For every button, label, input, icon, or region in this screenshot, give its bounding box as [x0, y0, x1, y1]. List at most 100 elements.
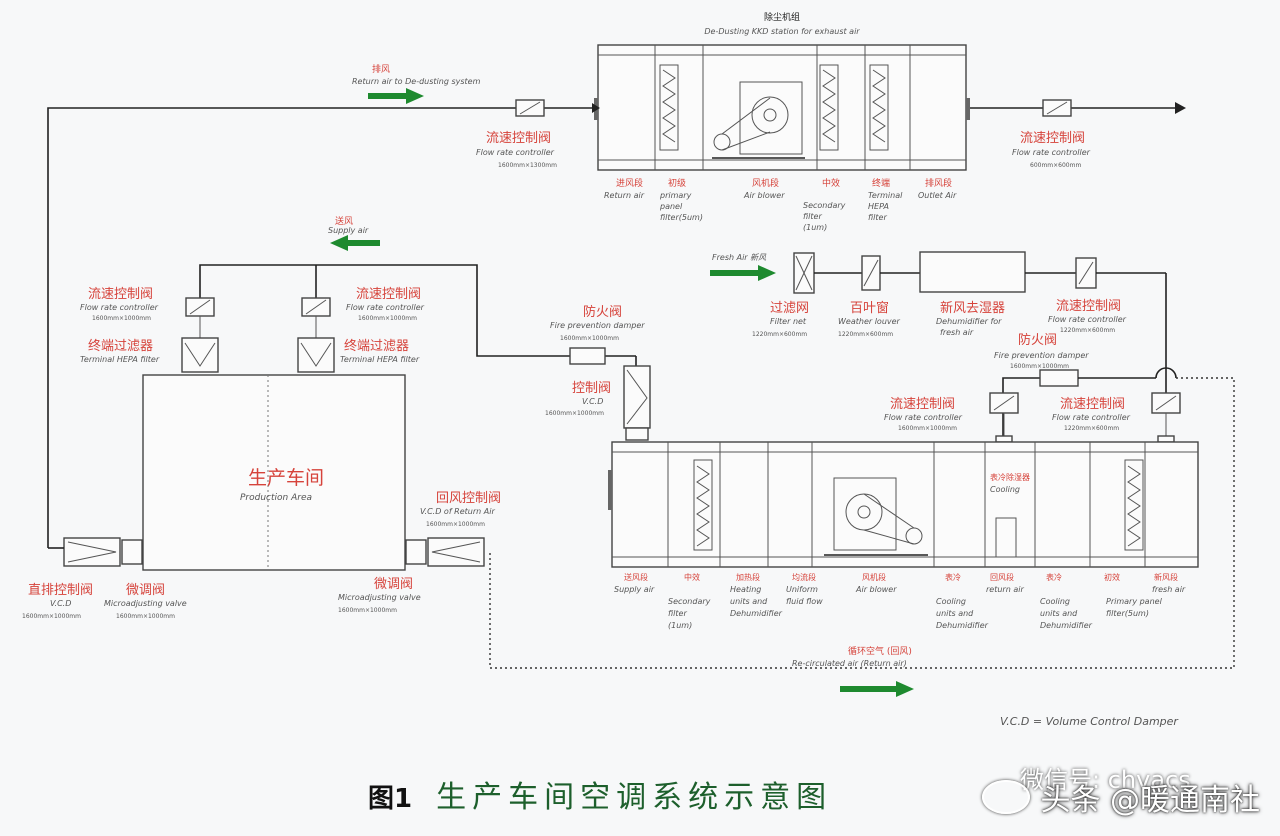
ahu-return-vcd-cn: 流速控制阀 — [890, 397, 955, 412]
figure-caption: 图1 生产车间空调系统示意图 — [368, 772, 832, 816]
secondary-filter-icon — [819, 64, 839, 151]
exhaust-section-label: 终端 — [872, 177, 890, 189]
supply-air-label-cn: 送风 — [335, 215, 353, 227]
vcd-icon — [427, 537, 485, 567]
hepa-filter-icon — [181, 337, 219, 373]
fresh-vcd-size: 1220mm×600mm — [1060, 327, 1115, 334]
fresh-vcd-cn: 流速控制阀 — [1056, 299, 1121, 314]
cooling-label-en: Cooling — [990, 485, 1020, 494]
supply-left-vcd-cn: 流速控制阀 — [88, 287, 153, 302]
exhaust-unit-casing — [597, 44, 967, 171]
supply-fire-damper-en: Fire prevention damper — [550, 321, 645, 330]
exhaust-right-vcd-size: 600mm×600mm — [1030, 162, 1081, 169]
production-area-room — [142, 374, 406, 571]
micro-valve-left-cn: 微调阀 — [126, 583, 165, 598]
fresh-fire-damper-cn: 防火阀 — [1018, 332, 1057, 348]
exhaust-section-label: Return air — [604, 191, 645, 200]
ahu-section-label: 回风段 — [990, 572, 1014, 582]
exhaust-section-label: 中效 — [822, 177, 840, 189]
supply-fire-damper-cn: 防火阀 — [583, 304, 622, 320]
return-air-label-en: Return air to De-dusting system — [352, 77, 481, 86]
micro-valve-left-size: 1600mm×1000mm — [116, 613, 175, 620]
exhaust-vcd-en: V.C.D — [50, 599, 71, 608]
ahu-section-label: 加热段 — [736, 572, 760, 582]
micro-valve-right-size: 1600mm×1000mm — [338, 607, 397, 614]
exhaust-section-label: Outlet Air — [918, 191, 957, 200]
production-area-label-en: Production Area — [240, 493, 312, 503]
ahu-section-label: 中效 — [684, 572, 700, 582]
supply-control-valve-cn: 控制阀 — [572, 381, 611, 396]
exhaust-vcd-size: 1600mm×1000mm — [22, 613, 81, 620]
exhaust-unit-title-en: De-Dusting KKD station for exhaust air — [704, 27, 860, 36]
return-to-dedusting-duct — [47, 107, 592, 548]
hepa-left-cn: 终端过滤器 — [88, 338, 153, 354]
secondary-filter-icon — [693, 459, 713, 551]
supply-right-vcd-en: Flow rate controller — [346, 303, 425, 312]
ahu-section-label: 送风段 — [624, 572, 648, 582]
exhaust-section-label: 初级 — [668, 177, 686, 189]
ahu-section-label: 初效 — [1104, 572, 1120, 582]
exhaust-left-vcd-size: 1600mm×1300mm — [498, 162, 557, 169]
micro-valve-left-en: Microadjusting valve — [104, 599, 187, 608]
figure-title: 生产车间空调系统示意图 — [436, 780, 833, 815]
exhaust-section-label: 排风段 — [925, 177, 952, 189]
ahu-return-vcd-en: Flow rate controller — [884, 413, 963, 422]
louver-cn: 百叶窗 — [850, 300, 889, 316]
exhaust-unit-title-cn: 除尘机组 — [764, 11, 800, 23]
recirc-arrow-icon — [840, 686, 898, 692]
exhaust-right-vcd-cn: 流速控制阀 — [1020, 131, 1085, 146]
return-vcd-en: V.C.D of Return Air — [420, 507, 495, 516]
micro-valve-right-en: Microadjusting valve — [338, 593, 421, 602]
vcd-icon — [63, 537, 121, 567]
ahu-section-label: 表冷 — [1046, 572, 1062, 582]
fresh-fire-damper-en: Fire prevention damper — [994, 351, 1089, 360]
figure-label: 图1 — [368, 784, 413, 814]
air-handling-unit — [608, 441, 1199, 568]
exhaust-left-vcd-cn: 流速控制阀 — [486, 131, 551, 146]
ahu-section-label: 风机段 — [862, 572, 886, 582]
exhaust-section-label: 进风段 — [616, 177, 643, 189]
supply-air-label-en: Supply air — [328, 226, 369, 235]
ahu-return-vcd-size: 1600mm×1000mm — [898, 425, 957, 432]
exhaust-section-label: Air blower — [743, 191, 785, 200]
supply-control-valve-en: V.C.D — [582, 397, 603, 406]
wechat-watermark: 微信号: chvacs — [1020, 766, 1191, 794]
drain-icon — [995, 517, 1017, 558]
damper-icon — [1042, 99, 1072, 117]
ahu-section-label: Air blower — [855, 585, 897, 594]
fresh-air-arrow-icon — [710, 270, 760, 276]
exhaust-right-vcd-en: Flow rate controller — [1012, 148, 1091, 157]
microadjusting-valve-icon — [405, 539, 427, 565]
fan-housing-icon — [739, 81, 803, 155]
supply-right-vcd-cn: 流速控制阀 — [356, 287, 421, 302]
brand-watermark-text: 头条 @暖通南社 — [1040, 783, 1260, 818]
return-vcd-size: 1600mm×1000mm — [426, 521, 485, 528]
production-area-label-cn: 生产车间 — [248, 467, 324, 489]
recirc-label-en: Re-circulated air (Return air) — [792, 659, 907, 668]
exhaust-vcd-cn: 直排控制阀 — [28, 583, 93, 598]
microadjusting-valve-icon — [121, 539, 143, 565]
ahu-section-label: return air — [986, 585, 1024, 594]
filter-net-en: Filter net — [770, 317, 807, 326]
vcd-icon — [623, 365, 651, 429]
exhaust-left-vcd-en: Flow rate controller — [476, 148, 555, 157]
fan-icon — [751, 96, 789, 134]
fresh-fire-damper-size: 1600mm×1000mm — [1010, 363, 1069, 370]
hepa-right-cn: 终端过滤器 — [344, 338, 409, 354]
airflow-arrow-icon — [368, 93, 408, 99]
chat-logo-icon — [982, 780, 1031, 814]
supply-left-vcd-en: Flow rate controller — [80, 303, 159, 312]
return-air-label-cn: 排风 — [372, 63, 390, 75]
damper-icon — [185, 297, 215, 338]
supply-control-valve-size: 1600mm×1000mm — [545, 410, 604, 417]
damper-icon — [515, 99, 545, 117]
micro-valve-right-cn: 微调阀 — [374, 577, 413, 592]
supply-left-vcd-size: 1600mm×1000mm — [92, 315, 151, 322]
dehumidifier-icon — [919, 251, 1026, 293]
